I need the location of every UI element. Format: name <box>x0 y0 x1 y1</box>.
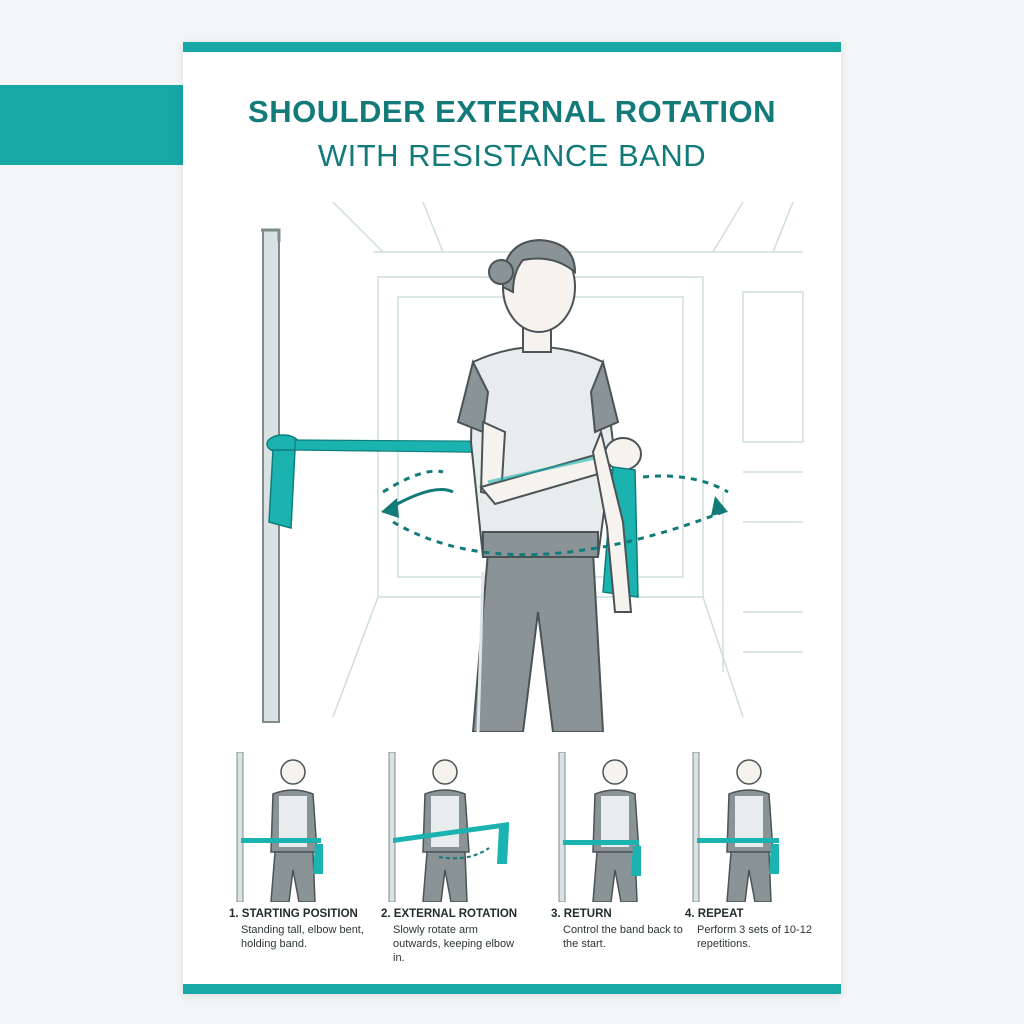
step-description: Standing tall, elbow bent, holding band. <box>241 924 364 950</box>
step-figure-icon <box>236 752 323 902</box>
exercise-poster: SHOULDER EXTERNAL ROTATION WITH RESISTAN… <box>183 42 841 994</box>
step-figure-icon <box>388 752 509 902</box>
step-title: 1. STARTING POSITION <box>229 908 358 920</box>
poster-title: SHOULDER EXTERNAL ROTATION <box>248 94 776 129</box>
step-figure-icon <box>692 752 779 902</box>
step-1-starting-position: 1. STARTING POSITION Standing tall, elbo… <box>227 752 377 962</box>
step-title: 3. RETURN <box>551 908 612 920</box>
step-4-repeat: 4. REPEAT Perform 3 sets of 10-12 repeti… <box>683 752 833 962</box>
step-title: 2. EXTERNAL ROTATION <box>381 908 518 920</box>
step-description: Perform 3 sets of 10-12 repetitions. <box>697 924 812 950</box>
poster-subtitle: WITH RESISTANCE BAND <box>317 138 707 173</box>
step-3-return: 3. RETURN Control the band back to the s… <box>549 752 699 962</box>
step-title: 4. REPEAT <box>685 908 744 920</box>
side-accent-tab <box>0 85 203 165</box>
step-figure-icon <box>558 752 641 902</box>
step-description: Slowly rotate arm outwards, keeping elbo… <box>393 924 515 964</box>
woman-with-resistance-band-illustration <box>261 201 804 732</box>
step-description: Control the band back to the start. <box>563 924 683 950</box>
step-2-external-rotation: 2. EXTERNAL ROTATION Slowly rotate arm o… <box>379 752 529 964</box>
